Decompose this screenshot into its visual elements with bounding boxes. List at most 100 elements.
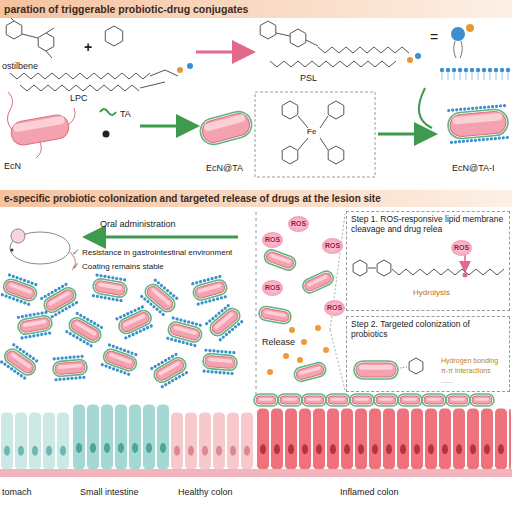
bacterium	[198, 109, 255, 148]
lipid-head	[170, 337, 174, 341]
epithelial-cell	[101, 404, 114, 470]
section-band: paration of triggerable probiotic-drug c…	[0, 0, 512, 18]
epithelial-cell	[495, 408, 508, 470]
lipid-head	[202, 369, 205, 372]
heading-text: e-specific probiotic colonization and ta…	[4, 193, 508, 205]
bacterium-shine	[10, 352, 32, 369]
nucleus	[202, 446, 208, 456]
bacterium	[398, 394, 422, 406]
ta-coat	[374, 394, 398, 406]
lipid-head	[218, 371, 221, 374]
tissue-base	[0, 469, 512, 477]
ta-coat	[354, 361, 398, 379]
lipid-head	[111, 344, 115, 348]
label-text: PSL	[300, 74, 317, 84]
ta-coat	[301, 269, 336, 295]
bacterium	[374, 394, 398, 406]
bacterium-body	[260, 308, 289, 323]
bilayer-head	[506, 68, 510, 72]
lipid-head	[28, 354, 32, 358]
bacterium	[278, 394, 302, 406]
nucleus	[456, 444, 462, 454]
ta-coat	[202, 353, 237, 371]
epithelial-cell	[1, 412, 14, 470]
lipid-head	[191, 321, 195, 325]
lipid-head	[122, 313, 126, 317]
epithelial-cell	[271, 408, 284, 470]
epithelial-cell	[57, 412, 70, 470]
note-text: ......	[441, 377, 453, 385]
nucleus	[104, 443, 110, 453]
lipid-head	[111, 297, 115, 301]
label-text: EcN	[4, 162, 21, 172]
lipid-head	[146, 299, 151, 304]
generated-art	[0, 15, 512, 477]
lipid-head	[96, 323, 100, 327]
carbon-chain	[318, 47, 409, 53]
heading-text: paration of triggerable probiotic-drug c…	[4, 3, 508, 15]
lipid-head	[115, 317, 119, 321]
epithelial-cell	[467, 408, 480, 470]
lipid-head	[193, 344, 197, 348]
lipid-head	[60, 284, 64, 288]
lipid-head	[143, 297, 148, 302]
lipid-head	[220, 308, 225, 313]
lipid-head	[13, 369, 17, 373]
lipid-head	[85, 341, 89, 345]
lipid-head	[174, 352, 178, 356]
lipid-head	[179, 318, 183, 322]
nucleus	[358, 444, 364, 454]
drug-particle	[323, 347, 329, 353]
epithelial-cell	[299, 408, 312, 470]
lipid-head	[499, 104, 502, 107]
lipid-head	[15, 276, 19, 280]
bacterium	[254, 394, 278, 406]
lipid-head	[198, 323, 202, 327]
epithelial-cell	[129, 404, 142, 470]
ta-coat	[42, 285, 79, 315]
ring	[260, 21, 276, 39]
bacterium-body	[472, 396, 492, 404]
lipid-head	[142, 327, 146, 331]
label-text: +	[84, 40, 92, 55]
heading-text: Step 1. ROS-responsive lipid membrane cl…	[351, 215, 505, 235]
epithelial-cell	[71, 412, 72, 470]
lipid-head	[74, 376, 77, 379]
lipid-head	[131, 332, 135, 336]
lipid-head	[85, 317, 89, 321]
bacterium-shine	[75, 321, 98, 336]
epithelial-cell	[257, 408, 270, 470]
lipid-head	[6, 364, 10, 368]
lipid-head	[459, 108, 462, 111]
ta-coat	[92, 278, 128, 299]
carbon-chain	[270, 61, 396, 67]
nucleus	[330, 444, 336, 454]
ta-coat	[1, 277, 38, 303]
nucleus	[274, 444, 280, 454]
bacterium-body	[200, 111, 252, 145]
epithelial-cell	[157, 404, 170, 470]
lipid-head	[64, 356, 67, 359]
bilayer-tail	[478, 72, 479, 80]
lipid-head	[104, 364, 108, 368]
nucleus	[132, 443, 138, 453]
lipid-head	[171, 316, 175, 320]
epithelial-cell	[327, 408, 340, 470]
lipid-head	[123, 371, 127, 375]
lipid-head	[232, 351, 235, 354]
bond	[8, 15, 54, 58]
carbon-chain	[10, 73, 150, 79]
lipid-head	[21, 349, 25, 353]
ta-coat	[447, 108, 509, 139]
lipid-head	[181, 372, 185, 376]
bacterium-shine	[203, 114, 245, 132]
epithelial-cell	[143, 404, 156, 470]
lipid-head	[48, 331, 52, 335]
lipid-head	[171, 293, 176, 298]
lipid-head	[490, 137, 493, 140]
nucleus	[160, 443, 166, 453]
ta-coat	[278, 394, 302, 406]
lipid-head	[206, 370, 209, 373]
ta-coat	[167, 320, 204, 343]
lipid-head	[160, 360, 164, 364]
